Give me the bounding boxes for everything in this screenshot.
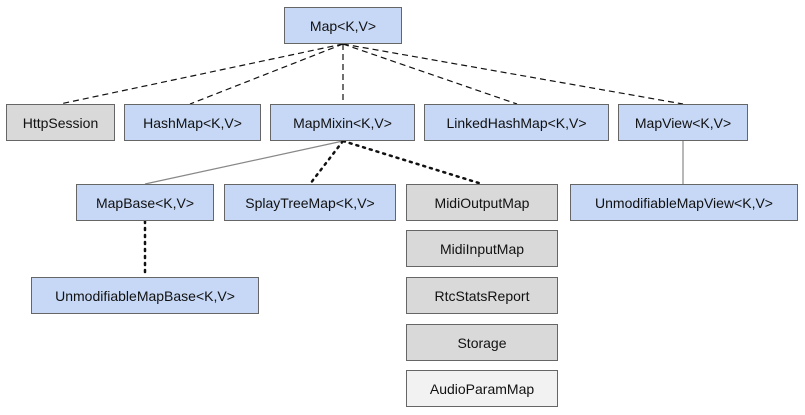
node-audio-param-map: AudioParamMap <box>406 370 558 407</box>
node-splay-tree-map: SplayTreeMap<K,V> <box>224 184 396 221</box>
node-map-mixin: MapMixin<K,V> <box>270 104 415 141</box>
node-unmodifiable-map-view: UnmodifiableMapView<K,V> <box>570 184 798 221</box>
node-storage: Storage <box>406 324 558 361</box>
node-map: Map<K,V> <box>284 7 402 44</box>
edge-mapmixin-splaytreemap <box>308 139 345 186</box>
edge-mapmixin-midioutputmap <box>341 139 484 186</box>
edge-map-mapview <box>342 43 684 105</box>
node-map-view: MapView<K,V> <box>618 104 748 141</box>
node-rtc-stats-report: RtcStatsReport <box>406 277 558 314</box>
edge-map-linkedhashmap <box>342 43 518 105</box>
edge-map-httpsession <box>59 43 344 105</box>
edge-map-hashmap <box>189 43 344 105</box>
node-linked-hash-map: LinkedHashMap<K,V> <box>424 104 609 141</box>
node-unmodifiable-map-base: UnmodifiableMapBase<K,V> <box>31 277 259 314</box>
node-midi-output-map: MidiOutputMap <box>406 184 558 221</box>
node-http-session: HttpSession <box>6 104 115 141</box>
node-midi-input-map: MidiInputMap <box>406 230 558 267</box>
node-hash-map: HashMap<K,V> <box>124 104 261 141</box>
edge-mapmixin-mapbase <box>144 140 344 185</box>
node-map-base: MapBase<K,V> <box>76 184 214 221</box>
